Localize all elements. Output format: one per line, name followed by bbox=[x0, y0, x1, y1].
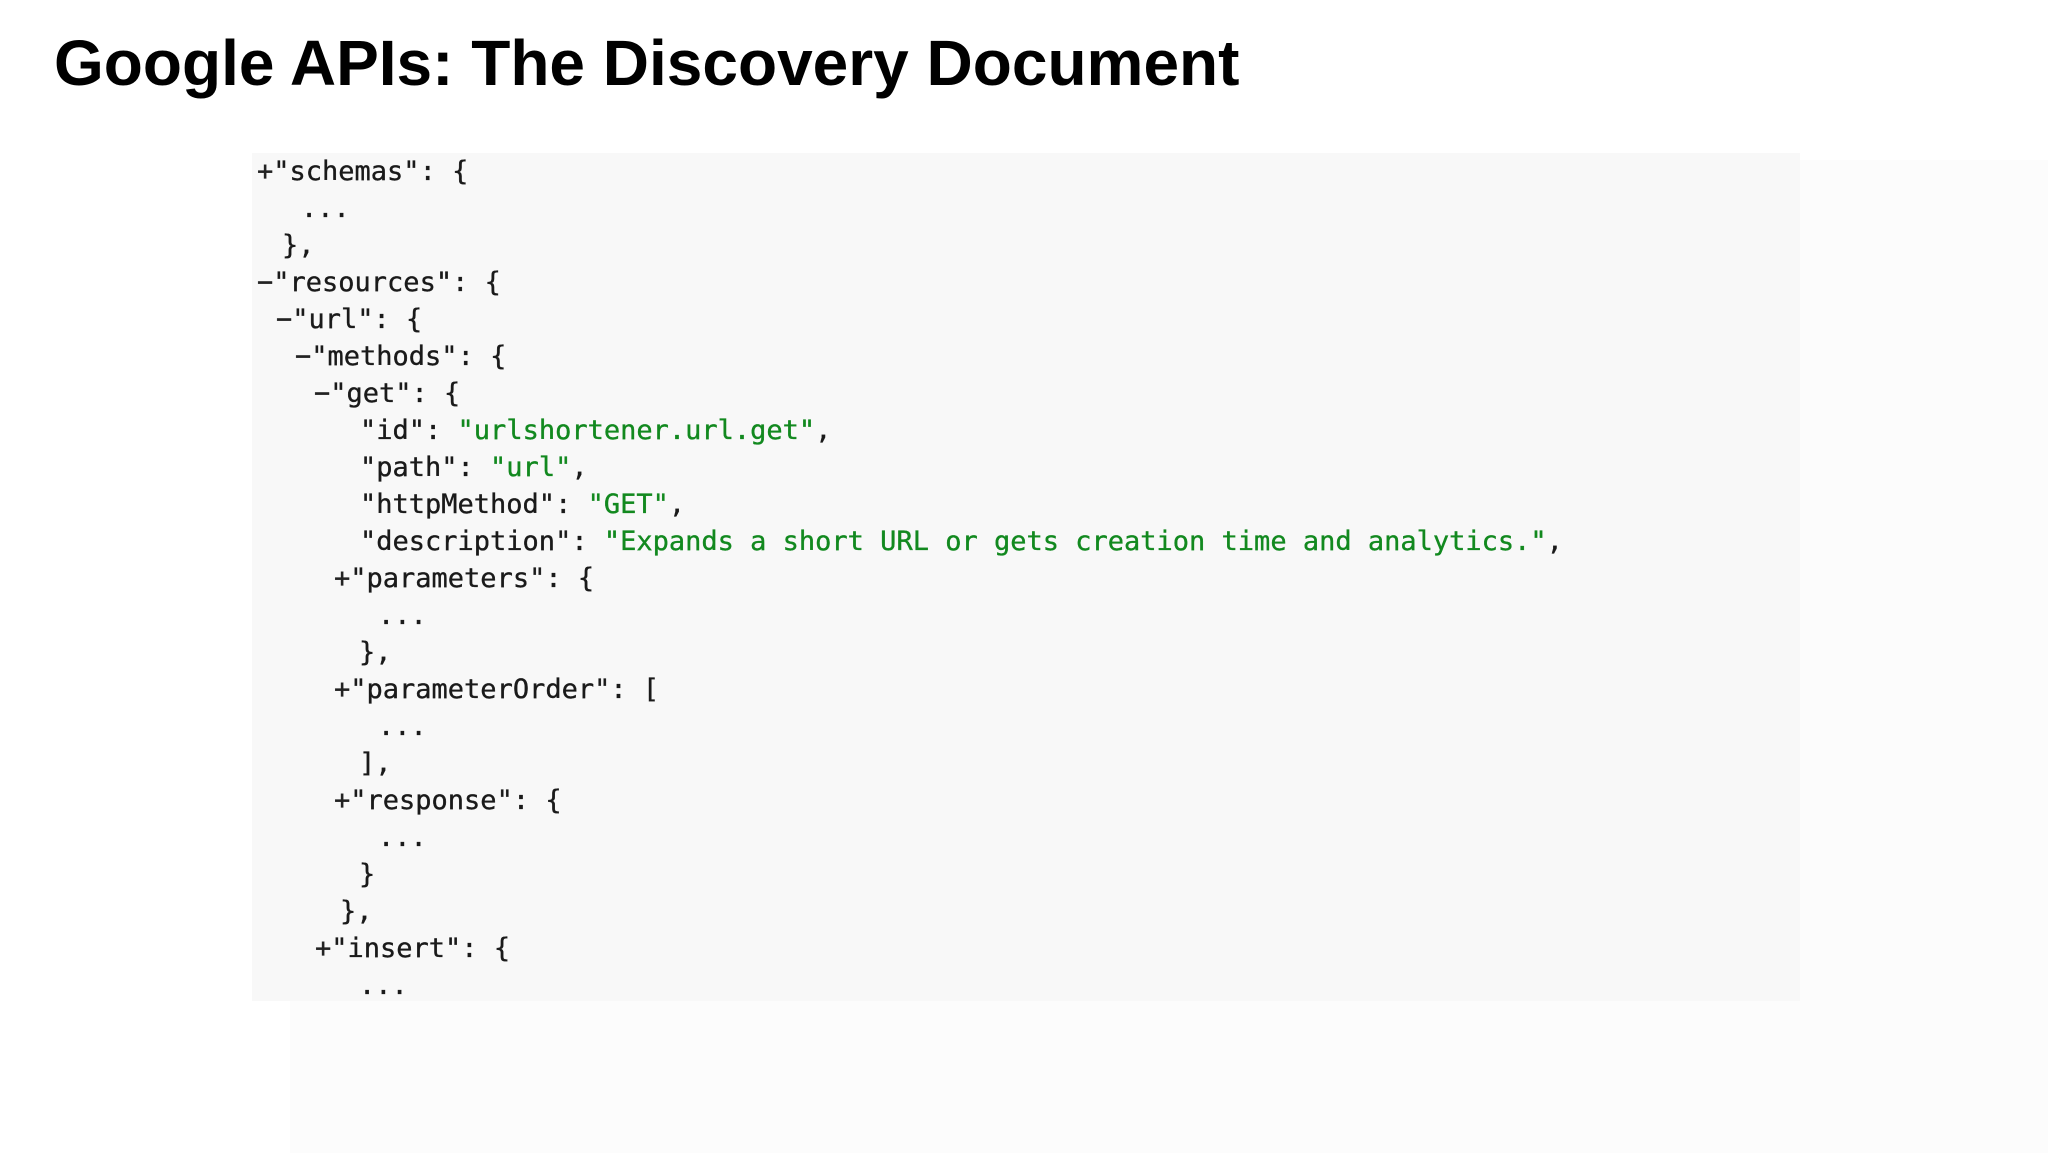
json-brace: } bbox=[359, 859, 376, 890]
expand-toggle[interactable]: + bbox=[315, 933, 332, 964]
json-key: "methods": { bbox=[311, 341, 507, 372]
code-line-close-brace: }, bbox=[282, 227, 315, 264]
json-key: "url": { bbox=[292, 304, 423, 335]
json-key: "schemas": { bbox=[273, 156, 469, 187]
json-brace: }, bbox=[359, 637, 392, 668]
collapse-toggle[interactable]: − bbox=[276, 304, 293, 335]
code-line-description: "description": "Expands a short URL or g… bbox=[360, 523, 1563, 560]
collapse-toggle[interactable]: − bbox=[295, 341, 312, 372]
expand-toggle[interactable]: + bbox=[334, 785, 351, 816]
json-key: "parameterOrder": [ bbox=[350, 674, 660, 705]
code-line-parameters: +"parameters": { bbox=[334, 560, 594, 597]
json-comma: , bbox=[815, 415, 832, 446]
code-line-ellipsis: ... bbox=[378, 708, 427, 745]
collapsed-ellipsis: ... bbox=[378, 822, 427, 853]
json-string-value: "GET" bbox=[587, 489, 669, 520]
json-brace: }, bbox=[282, 230, 315, 261]
json-key: "id": bbox=[360, 415, 458, 446]
json-brace: }, bbox=[340, 896, 373, 927]
json-key: "description": bbox=[360, 526, 604, 557]
json-comma: , bbox=[571, 452, 588, 483]
json-bracket: ], bbox=[359, 748, 392, 779]
code-line-ellipsis: ... bbox=[378, 597, 427, 634]
code-line-resources: −"resources": { bbox=[257, 264, 501, 301]
json-comma: , bbox=[1546, 526, 1563, 557]
code-line-response: +"response": { bbox=[334, 782, 562, 819]
collapse-toggle[interactable]: − bbox=[314, 378, 331, 409]
json-string-value: "url" bbox=[490, 452, 572, 483]
json-comma: , bbox=[668, 489, 686, 520]
code-line-methods: −"methods": { bbox=[295, 338, 507, 375]
code-line-close-brace: }, bbox=[359, 634, 392, 671]
code-line-get: −"get": { bbox=[314, 375, 461, 412]
expand-toggle[interactable]: + bbox=[334, 674, 351, 705]
code-line-ellipsis: ... bbox=[301, 190, 350, 227]
code-line-httpmethod: "httpMethod": "GET", bbox=[360, 486, 685, 523]
expand-toggle[interactable]: + bbox=[257, 156, 274, 187]
collapse-toggle[interactable]: − bbox=[257, 267, 274, 298]
code-line-parameterorder: +"parameterOrder": [ bbox=[334, 671, 659, 708]
collapsed-ellipsis: ... bbox=[378, 600, 427, 631]
expand-toggle[interactable]: + bbox=[334, 563, 351, 594]
json-key: "httpMethod": bbox=[360, 489, 588, 520]
code-line-url: −"url": { bbox=[276, 301, 423, 338]
collapsed-ellipsis: ... bbox=[359, 970, 408, 1001]
code-line-schemas: +"schemas": { bbox=[257, 153, 469, 190]
code-line-close-brace: }, bbox=[340, 893, 373, 930]
code-line-ellipsis: ... bbox=[378, 819, 427, 856]
json-key: "resources": { bbox=[273, 267, 501, 298]
json-key: "response": { bbox=[350, 785, 562, 816]
code-line-id: "id": "urlshortener.url.get", bbox=[360, 412, 832, 449]
code-line-ellipsis: ... bbox=[359, 967, 408, 1004]
code-line-path: "path": "url", bbox=[360, 449, 588, 486]
collapsed-ellipsis: ... bbox=[301, 193, 350, 224]
code-line-insert: +"insert": { bbox=[315, 930, 510, 967]
json-key: "get": { bbox=[330, 378, 461, 409]
code-line-close-bracket: ], bbox=[359, 745, 392, 782]
json-key: "parameters": { bbox=[350, 563, 595, 594]
slide-title: Google APIs: The Discovery Document bbox=[54, 27, 1240, 99]
json-key: "insert": { bbox=[331, 933, 511, 964]
code-line-close-brace: } bbox=[359, 856, 376, 893]
json-code-viewer: +"schemas": { ... }, −"resources": { −"u… bbox=[252, 153, 1800, 1001]
json-string-value: "urlshortener.url.get" bbox=[457, 415, 816, 446]
collapsed-ellipsis: ... bbox=[378, 711, 427, 742]
json-string-value: "Expands a short URL or gets creation ti… bbox=[603, 526, 1547, 557]
json-key: "path": bbox=[360, 452, 491, 483]
